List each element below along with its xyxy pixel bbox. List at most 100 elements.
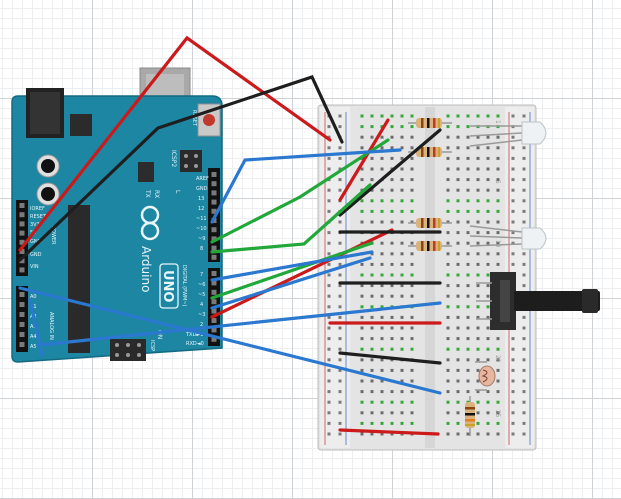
- breadboard-hole: [446, 294, 450, 298]
- wire-black-gnd: [18, 75, 344, 262]
- wire-green-pin-10: [210, 183, 372, 254]
- breadboard-hole: [327, 358, 331, 362]
- breadboard-hole: [476, 231, 480, 235]
- breadboard-hole: [486, 273, 490, 277]
- breadboard-hole: [466, 284, 470, 288]
- breadboard-hole: [370, 315, 374, 319]
- breadboard-hole: [511, 432, 515, 436]
- breadboard-hole: [522, 358, 526, 362]
- breadboard-hole: [486, 167, 490, 171]
- header-pin: [211, 190, 217, 196]
- breadboard-hole: [400, 135, 404, 139]
- resistor-1: [408, 118, 452, 128]
- breadboard-hole: [511, 135, 515, 139]
- breadboard-hole: [446, 135, 450, 139]
- breadboard-hole: [380, 326, 384, 330]
- breadboard-hole: [466, 337, 470, 341]
- breadboard-hole: [400, 167, 404, 171]
- breadboard-hole: [380, 188, 384, 192]
- breadboard-hole: [511, 262, 515, 266]
- breadboard-hole: [338, 358, 342, 362]
- breadboard-hole: [410, 379, 414, 383]
- breadboard-hole: [380, 156, 384, 160]
- breadboard-hole: [466, 156, 470, 160]
- pin-a4-label: A4: [30, 334, 37, 340]
- breadboard-hole: [338, 262, 342, 266]
- breadboard-hole: [380, 358, 384, 362]
- breadboard-hole: [486, 315, 490, 319]
- breadboard-hole: [486, 305, 490, 309]
- resistor-2: [408, 147, 452, 157]
- breadboard-hole: [327, 326, 331, 330]
- breadboard-hole: [370, 262, 374, 266]
- header-pin: [211, 245, 217, 251]
- breadboard-hole: [370, 273, 374, 277]
- breadboard-hole: [446, 114, 450, 118]
- breadboard-hole: [466, 252, 470, 256]
- rgb-led-2: [469, 225, 547, 250]
- breadboard-hole: [511, 209, 515, 213]
- breadboard-hole: [370, 411, 374, 415]
- breadboard-hole: [446, 262, 450, 266]
- pin-4-label: 4: [200, 302, 203, 308]
- breadboard-hole: [456, 315, 460, 319]
- breadboard-hole: [338, 241, 342, 245]
- resistor-3: [408, 218, 452, 228]
- breadboard-hole: [390, 326, 394, 330]
- breadboard-hole: [456, 188, 460, 192]
- pin-3v3-label: 3V3: [30, 222, 40, 228]
- breadboard-hole: [511, 368, 515, 372]
- breadboard-hole: [327, 241, 331, 245]
- breadboard-hole: [327, 167, 331, 171]
- voltage-regulator: [70, 114, 92, 136]
- breadboard-hole: [476, 178, 480, 182]
- breadboard-hole: [466, 241, 470, 245]
- header-pin: [19, 332, 25, 337]
- breadboard-hole: [370, 284, 374, 288]
- breadboard-hole: [410, 390, 414, 394]
- breadboard-hole: [476, 358, 480, 362]
- breadboard-hole: [456, 390, 460, 394]
- breadboard-hole: [327, 231, 331, 235]
- pin-vin-label: VIN: [30, 264, 39, 270]
- breadboard-hole: [360, 273, 364, 277]
- breadboard-hole: [390, 315, 394, 319]
- wire-red-5v: [18, 35, 332, 252]
- breadboard-hole: [400, 199, 404, 203]
- breadboard-hole: [466, 114, 470, 118]
- breadboard-hole: [327, 199, 331, 203]
- breadboard-hole: [338, 337, 342, 341]
- breadboard-hole: [522, 188, 526, 192]
- breadboard-hole: [327, 315, 331, 319]
- breadboard-hole: [370, 432, 374, 436]
- analog-header: [16, 286, 28, 352]
- pin-2-label: 2: [200, 322, 203, 328]
- breadboard-hole: [476, 390, 480, 394]
- pin-gnd2-label: GND: [30, 252, 42, 258]
- breadboard-hole: [476, 199, 480, 203]
- breadboard-hole: [360, 220, 364, 224]
- breadboard-hole: [410, 400, 414, 404]
- breadboard-hole: [456, 220, 460, 224]
- breadboard-hole: [338, 400, 342, 404]
- header-pin: [19, 322, 25, 327]
- breadboard-hole: [410, 315, 414, 319]
- breadboard-hole: [496, 400, 500, 404]
- breadboard-hole: [410, 188, 414, 192]
- breadboard-hole: [511, 390, 515, 394]
- breadboard-hole: [476, 368, 480, 372]
- breadboard-hole: [511, 347, 515, 351]
- icsp2-label: ICSP2: [170, 150, 177, 167]
- breadboard-hole: [360, 114, 364, 118]
- breadboard-hole: [327, 125, 331, 129]
- power-header: [16, 200, 28, 276]
- breadboard-hole: [476, 421, 480, 425]
- analog-label: ANALOG IN: [48, 312, 54, 340]
- pin-a5-label: A5: [30, 344, 37, 350]
- header-pin: [211, 181, 217, 187]
- breadboard-hole: [522, 390, 526, 394]
- breadboard-hole: [360, 294, 364, 298]
- breadboard-hole: [338, 379, 342, 383]
- breadboard-hole: [466, 379, 470, 383]
- breadboard-hole: [486, 262, 490, 266]
